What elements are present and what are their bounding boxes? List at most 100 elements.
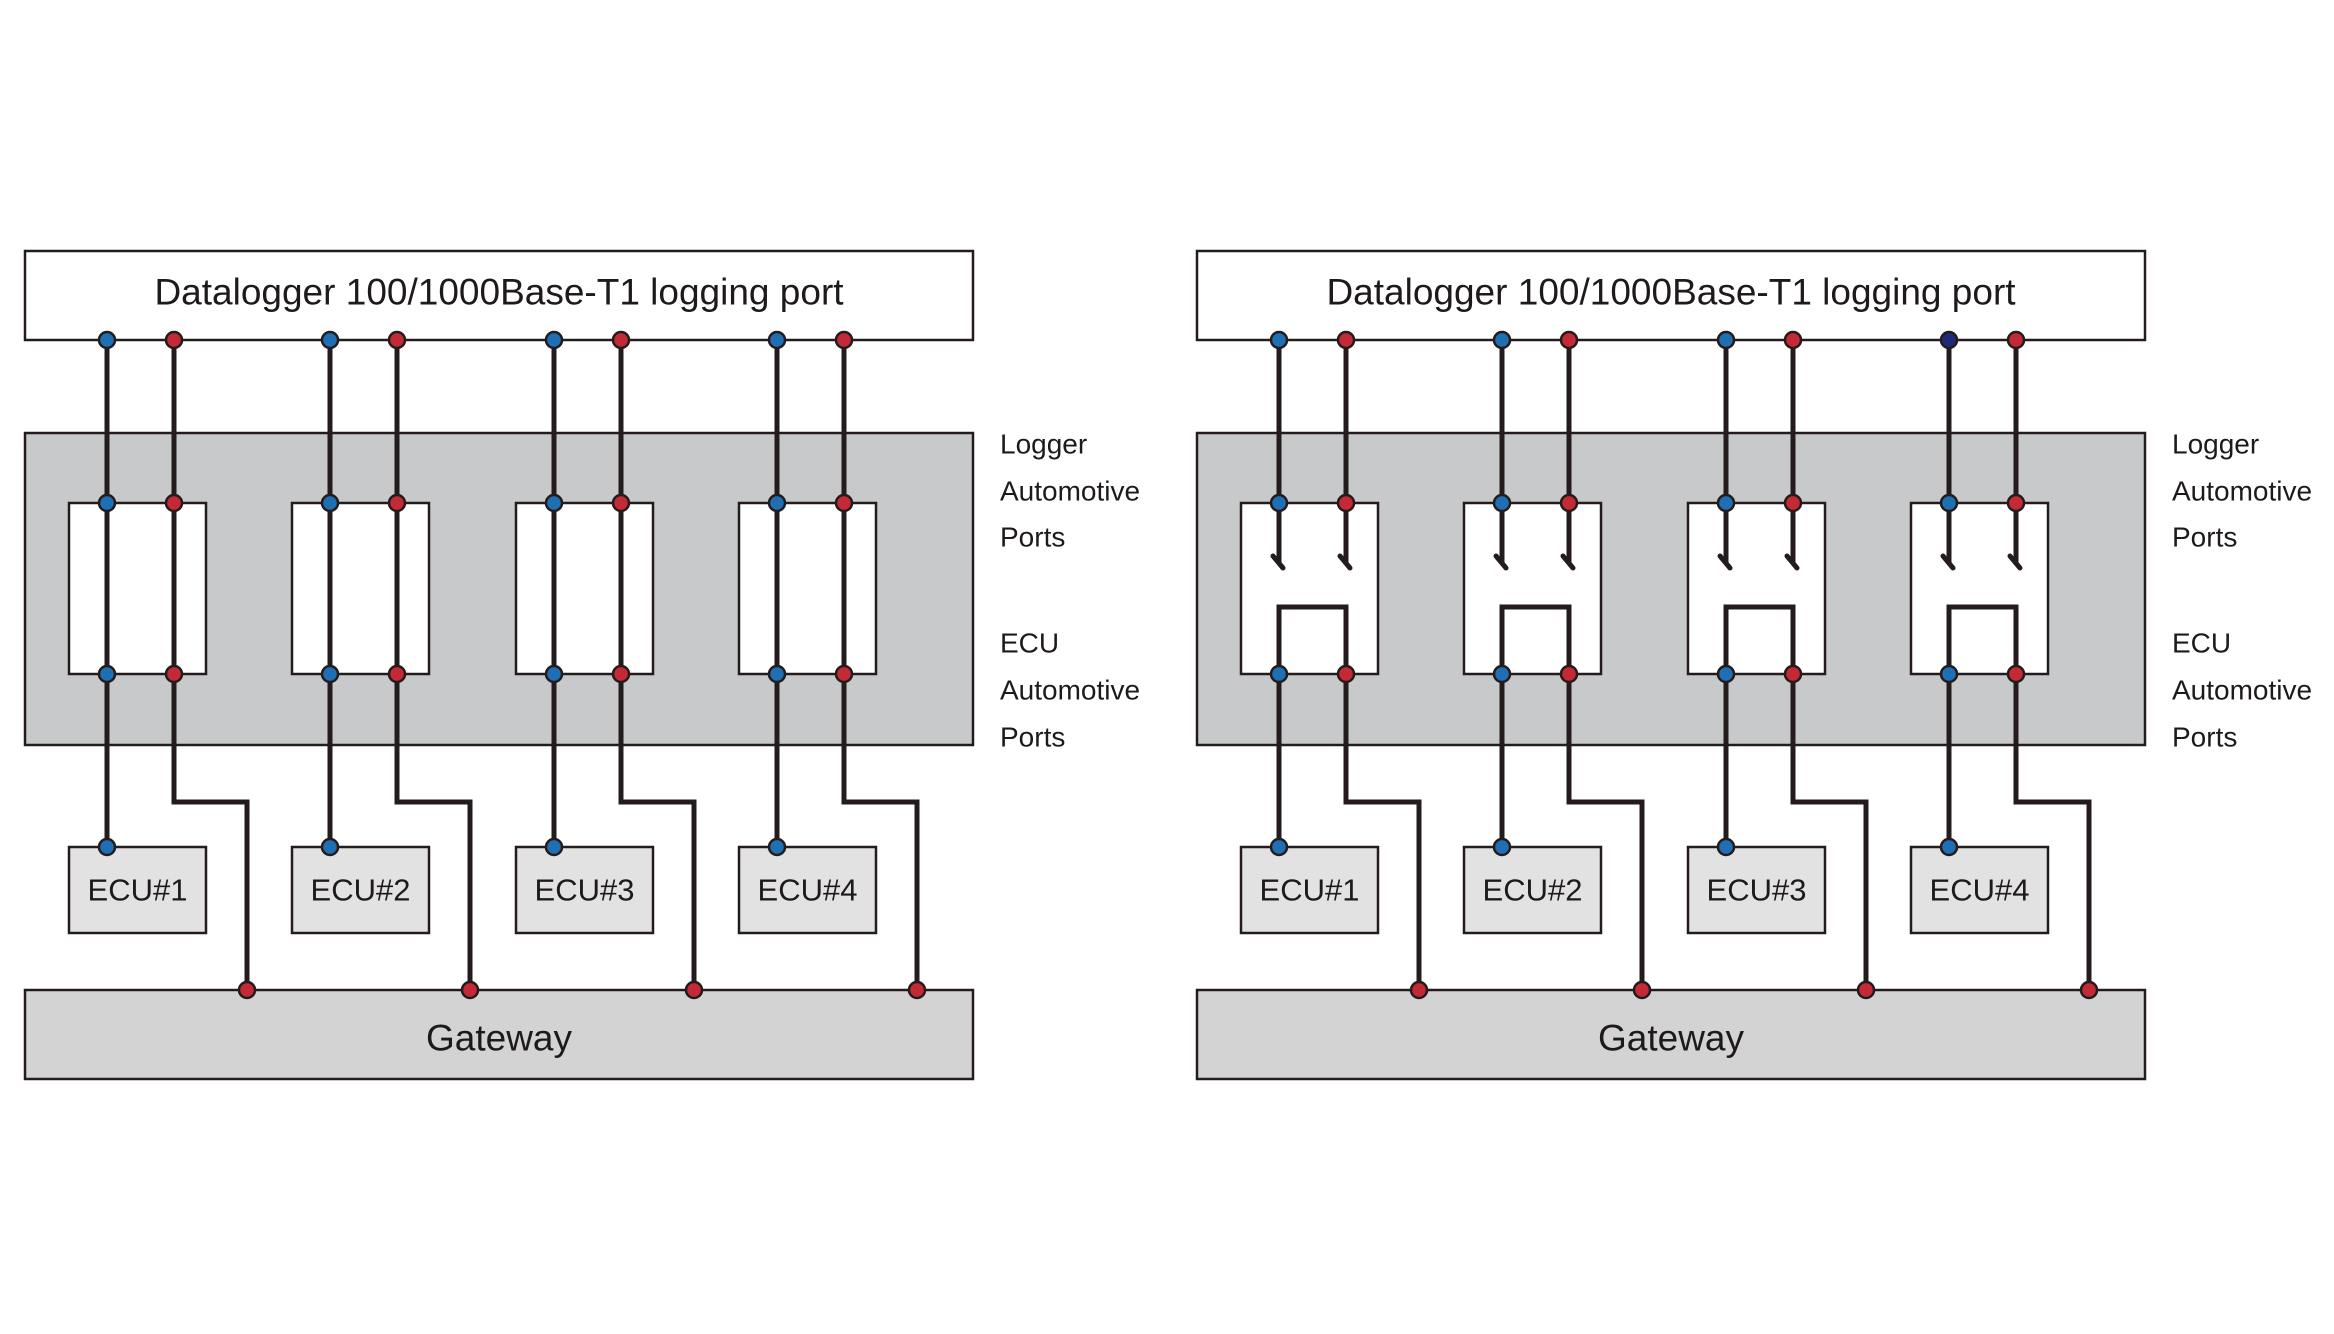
port-dot-icon [684, 980, 704, 1000]
port-dot-icon [1269, 664, 1289, 684]
gateway-wire [394, 674, 473, 990]
port-dot-icon [320, 837, 340, 857]
port-dot-icon [767, 837, 787, 857]
port-dot-icon [164, 493, 184, 513]
ecu-ports-label: ECU [2172, 628, 2231, 659]
port-dot-icon [1559, 493, 1579, 513]
ecu-box [1686, 845, 1827, 935]
datalogger-box [1195, 249, 2147, 342]
bypass-bridge-wire [1499, 604, 1572, 674]
datalogger-label: Datalogger 100/1000Base-T1 logging port [154, 272, 844, 313]
port-dot-icon [1269, 837, 1289, 857]
tap-port-box [1686, 501, 1827, 676]
tap-port-box [514, 501, 655, 676]
port-dot-icon [1716, 493, 1736, 513]
switch-contact-icon [1717, 500, 1733, 571]
port-dot-icon [1409, 980, 1429, 1000]
ecu-label: ECU#2 [1483, 873, 1583, 908]
ecu-ports-label: Ports [1000, 722, 1065, 753]
port-dot-icon [1783, 493, 1803, 513]
port-dot-icon [834, 493, 854, 513]
tap-port-box [290, 501, 431, 676]
port-dot-icon [611, 493, 631, 513]
port-dot-icon [1492, 837, 1512, 857]
bypass-bridge-wire [1276, 604, 1349, 674]
port-dot-icon [907, 980, 927, 1000]
ecu-box [514, 845, 655, 935]
ecu-box [1909, 845, 2050, 935]
port-dot-icon [1492, 664, 1512, 684]
port-dot-icon [544, 664, 564, 684]
port-dot-icon [544, 330, 564, 350]
port-dot-icon [387, 330, 407, 350]
logger-ports-label: Automotive [1000, 476, 1140, 507]
port-dot-icon [1716, 837, 1736, 857]
port-dot-icon [1632, 980, 1652, 1000]
port-dot-icon [1783, 330, 1803, 350]
port-dot-icon [2079, 980, 2099, 1000]
ecu-ports-label: Automotive [2172, 675, 2312, 706]
gateway-label: Gateway [1598, 1018, 1745, 1059]
port-dot-icon [1856, 980, 1876, 1000]
gateway-wire [618, 674, 697, 990]
port-dot-icon [387, 493, 407, 513]
tap-port-box [1909, 501, 2050, 676]
port-dot-icon [834, 330, 854, 350]
ecu-label: ECU#1 [1260, 873, 1360, 908]
ecu-box [737, 845, 878, 935]
port-dot-icon [544, 837, 564, 857]
gateway-wire [841, 674, 920, 990]
switch-contact-icon [1940, 500, 1956, 571]
bypass-bridge-wire [1723, 604, 1796, 674]
switched-tap-diagram: Datalogger 100/1000Base-T1 logging portG… [1195, 249, 2312, 1081]
port-dot-icon [320, 664, 340, 684]
port-dot-icon [767, 493, 787, 513]
logger-ports-label: Ports [2172, 522, 2237, 553]
ecu-ports-label: Automotive [1000, 675, 1140, 706]
logger-ports-label: Automotive [2172, 476, 2312, 507]
port-dot-icon [164, 664, 184, 684]
switch-contact-icon [1560, 500, 1576, 571]
port-dot-icon [97, 664, 117, 684]
port-dot-icon [164, 330, 184, 350]
port-dot-icon [1939, 493, 1959, 513]
switch-contact-icon [1493, 500, 1509, 571]
tap-port-box [67, 501, 208, 676]
port-dot-icon [1492, 493, 1512, 513]
ecu-label: ECU#2 [311, 873, 411, 908]
port-dot-icon [1716, 664, 1736, 684]
datalogger-box [23, 249, 975, 342]
port-dot-icon [320, 330, 340, 350]
direct-tap-diagram: Datalogger 100/1000Base-T1 logging portG… [23, 249, 1140, 1081]
port-dot-icon [767, 330, 787, 350]
port-dot-icon [1492, 330, 1512, 350]
port-dot-icon [1336, 664, 1356, 684]
ecu-box [67, 845, 208, 935]
logger-ports-label: Logger [1000, 429, 1087, 460]
ecu-ports-label: ECU [1000, 628, 1059, 659]
port-dot-icon [1269, 330, 1289, 350]
ecu-box [1462, 845, 1603, 935]
port-dot-icon [1939, 837, 1959, 857]
port-dot-icon [1269, 493, 1289, 513]
ecu-label: ECU#4 [1930, 873, 2030, 908]
switch-contact-icon [1784, 500, 1800, 571]
tap-port-box [1462, 501, 1603, 676]
bypass-bridge-wire [1946, 604, 2019, 674]
port-dot-icon [1336, 330, 1356, 350]
port-dot-icon [767, 664, 787, 684]
port-dot-icon [1716, 330, 1736, 350]
ecu-label: ECU#3 [535, 873, 635, 908]
ecu-label: ECU#4 [758, 873, 858, 908]
port-dot-icon [320, 493, 340, 513]
tap-port-box [1239, 501, 1380, 676]
switch-contact-icon [1270, 500, 1286, 571]
ecu-label: ECU#1 [88, 873, 188, 908]
gateway-wire [2013, 674, 2092, 990]
port-dot-icon [834, 664, 854, 684]
port-dot-icon [544, 493, 564, 513]
datalogger-label: Datalogger 100/1000Base-T1 logging port [1326, 272, 2016, 313]
gateway-box [23, 988, 975, 1081]
port-dot-icon [97, 493, 117, 513]
port-dot-icon [1336, 493, 1356, 513]
